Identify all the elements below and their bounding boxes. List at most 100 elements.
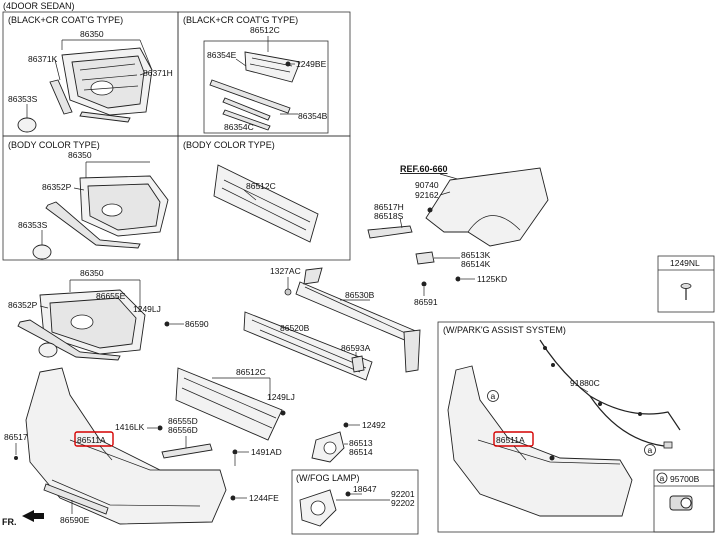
label-91880C: 91880C — [570, 378, 600, 388]
grille-insert-body — [213, 164, 319, 243]
label-92201: 92201 — [391, 489, 415, 499]
front-fender — [425, 167, 549, 247]
grille-assy-main — [39, 289, 146, 355]
box2-title: (BLACK+CR COAT'G TYPE) — [183, 15, 298, 25]
parking-sensor-icon — [669, 495, 693, 511]
grille-assy-body-color — [79, 175, 169, 237]
label-86518S: 86518S — [374, 211, 404, 221]
screw-icon-1249NL — [680, 283, 692, 300]
label-18647: 18647 — [353, 484, 377, 494]
label-86530B: 86530B — [345, 290, 375, 300]
label-1249LJ: 1249LJ — [133, 304, 161, 314]
key-part-box — [657, 255, 715, 313]
label-86590: 86590 — [185, 319, 209, 329]
box1-title: (BLACK+CR COAT'G TYPE) — [8, 15, 123, 25]
label-86350-b3: 86350 — [68, 150, 92, 160]
label-86354C: 86354C — [224, 122, 254, 132]
parking-wiring-harness — [539, 339, 681, 431]
emblem-2 — [32, 244, 52, 260]
label-86352P-main: 86352P — [8, 300, 38, 310]
label-86513K: 86513K — [461, 250, 491, 260]
fender-reference: REF.60-660 — [400, 164, 448, 174]
box-fog-lamp — [291, 469, 419, 535]
label-86517H: 86517H — [374, 202, 404, 212]
label-86353S-b3: 86353S — [18, 220, 48, 230]
label-95700B: 95700B — [670, 474, 700, 484]
label-86590E: 86590E — [60, 515, 90, 525]
label-86517: 86517 — [4, 432, 28, 442]
label-1491AD: 1491AD — [251, 447, 282, 457]
parking-bumper-cover — [447, 365, 633, 517]
diagram-title: (4DOOR SEDAN) — [3, 1, 75, 11]
clip-86593A — [351, 355, 365, 373]
label-86353S: 86353S — [8, 94, 38, 104]
insert-subbox — [203, 40, 329, 134]
side-bracket — [415, 251, 435, 265]
label-86556D: 86556D — [168, 425, 198, 435]
label-92202: 92202 — [391, 498, 415, 508]
label-86512C-main: 86512C — [236, 367, 266, 377]
highlight-86511A-parking — [493, 431, 534, 447]
sensor-box — [653, 469, 715, 533]
label-86352P: 86352P — [42, 182, 72, 192]
label-1416LK: 1416LK — [115, 422, 145, 432]
label-1249BE: 1249BE — [296, 59, 327, 69]
label-1249NL: 1249NL — [670, 258, 700, 268]
grille-molding-left — [49, 79, 73, 115]
insert-molding-3 — [222, 109, 271, 131]
label-86371H: 86371H — [143, 68, 173, 78]
parking-box-title: (W/PARK'G ASSIST SYSTEM) — [443, 325, 566, 335]
callout-a-2: a — [644, 444, 656, 456]
label-86555D: 86555D — [168, 416, 198, 426]
label-86512C: 86512C — [250, 25, 280, 35]
reflector-strip — [161, 443, 213, 459]
box3-title: (BODY COLOR TYPE) — [8, 140, 100, 150]
callout-a-1: a — [487, 390, 499, 402]
box4-title: (BODY COLOR TYPE) — [183, 140, 275, 150]
callout-a-3: a — [656, 472, 668, 484]
label-86371K: 86371K — [28, 54, 58, 64]
fog-box-title: (W/FOG LAMP) — [296, 473, 360, 483]
label-86655E: 86655E — [96, 291, 126, 301]
label-1327AC: 1327AC — [270, 266, 301, 276]
svg-text:a: a — [491, 391, 496, 401]
svg-text:a: a — [660, 473, 665, 483]
grille-assy-black-cr — [61, 47, 153, 116]
label-1125KD: 1125KD — [477, 274, 507, 284]
label-1249LJ-2: 1249LJ — [267, 392, 295, 402]
label-86511A-parking: 86511A — [496, 435, 525, 445]
beam-bracket-left — [303, 267, 323, 285]
label-86511A: 86511A — [77, 435, 106, 445]
screw-icon — [285, 61, 291, 67]
label-86354B: 86354B — [298, 111, 328, 121]
bumper-lip — [43, 483, 109, 515]
svg-text:a: a — [648, 445, 653, 455]
label-90740: 90740 — [415, 180, 439, 190]
grille-lower-molding — [17, 319, 121, 361]
label-86593A: 86593A — [341, 343, 371, 353]
label-86514: 86514 — [349, 447, 373, 457]
label-86512C-b4: 86512C — [246, 181, 276, 191]
label-86350: 86350 — [80, 29, 104, 39]
label-86354E: 86354E — [207, 50, 237, 60]
energy-absorber — [243, 311, 373, 381]
bumper-side-bracket — [367, 225, 413, 239]
box-body-color-insert — [177, 135, 351, 261]
grille-molding-lower — [79, 111, 131, 123]
label-86591: 86591 — [414, 297, 438, 307]
beam-bracket-right — [403, 329, 421, 373]
emblem-main — [38, 342, 58, 358]
label-86520B: 86520B — [280, 323, 310, 333]
box-parking-assist — [437, 321, 715, 533]
highlight-86511A — [74, 431, 114, 447]
emblem — [17, 117, 37, 133]
label-86350-main: 86350 — [80, 268, 104, 278]
label-92162: 92162 — [415, 190, 439, 200]
label-12492: 12492 — [362, 420, 386, 430]
label-86514K: 86514K — [461, 259, 491, 269]
grille-insert — [244, 51, 301, 83]
label-86513: 86513 — [349, 438, 373, 448]
insert-molding-1 — [209, 79, 291, 114]
